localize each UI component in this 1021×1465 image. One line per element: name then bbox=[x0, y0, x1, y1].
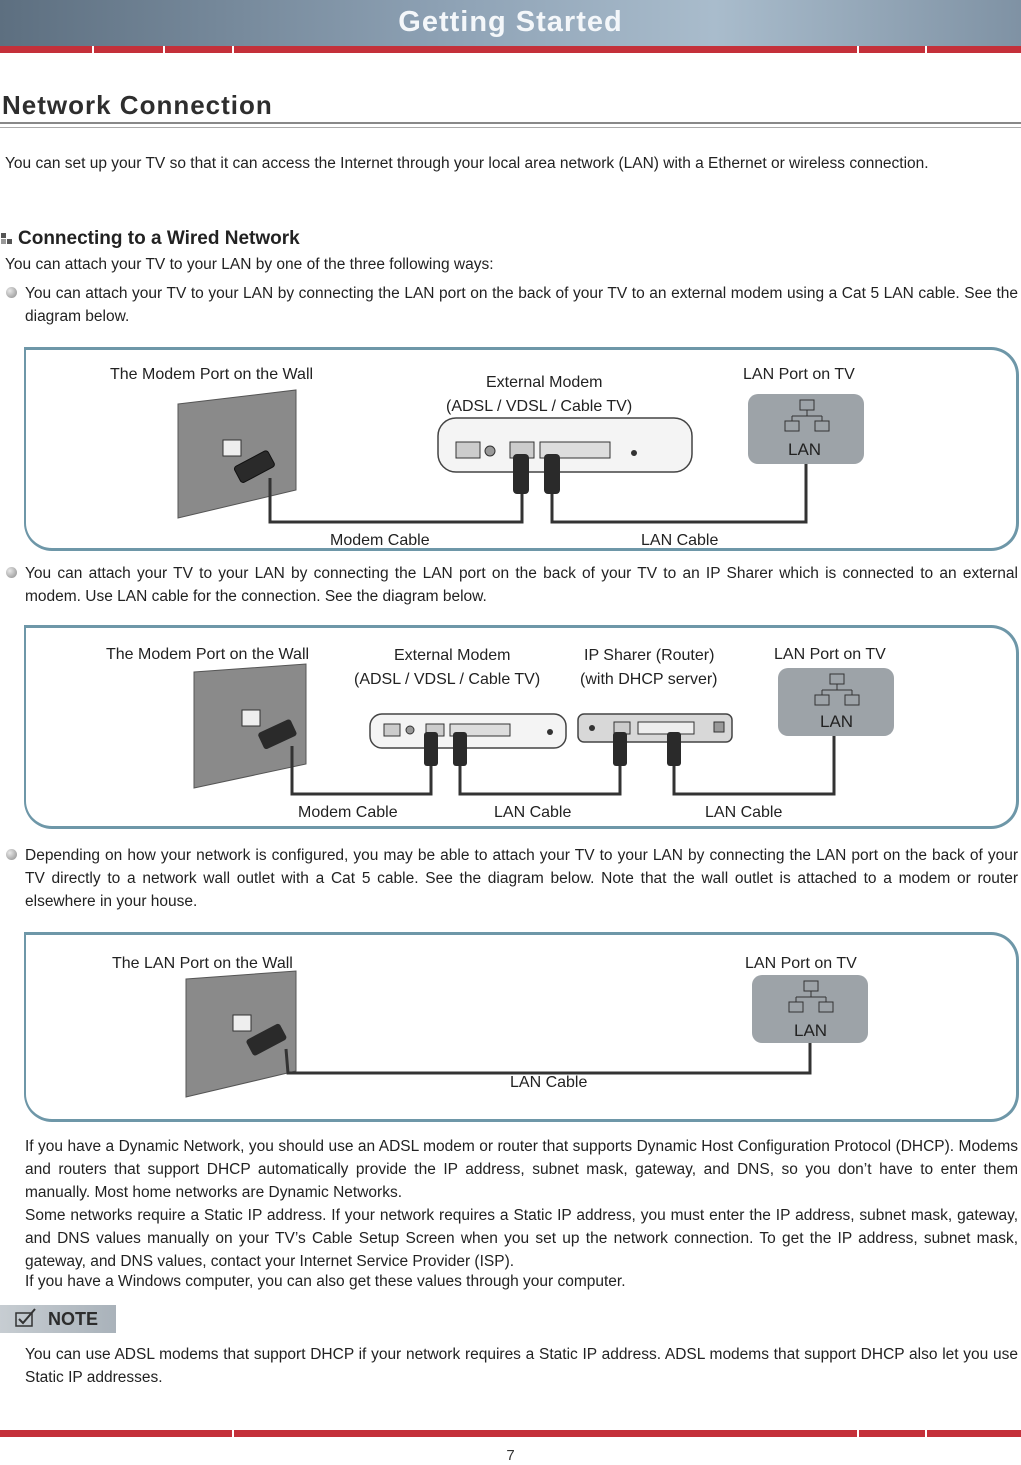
section-title: Network Connection bbox=[2, 90, 273, 120]
header-title: Getting Started bbox=[398, 6, 623, 38]
note-check-icon bbox=[15, 1308, 36, 1327]
bullet-icon bbox=[6, 567, 17, 578]
diagram-1-drawing bbox=[177, 389, 864, 524]
diagram-2-tv-label: LAN Port on TV bbox=[774, 646, 886, 663]
diagram-3-tv-label: LAN Port on TV bbox=[745, 955, 857, 972]
diagram-1-lan-badge: LAN bbox=[788, 440, 822, 459]
diagram-3-drawing bbox=[185, 970, 868, 1098]
title-rule bbox=[0, 122, 1021, 124]
diagram-2-modem-sublabel: (ADSL / VDSL / Cable TV) bbox=[354, 671, 541, 688]
intro-paragraph: You can set up your TV so that it can ac… bbox=[5, 155, 929, 172]
diagram-1-lan-cable-label: LAN Cable bbox=[641, 532, 719, 549]
bullet-icon bbox=[6, 849, 17, 860]
diagram-2-modem-cable-label: Modem Cable bbox=[298, 804, 398, 821]
subsection-title: Connecting to a Wired Network bbox=[18, 228, 300, 249]
bullet-1-text: You can attach your TV to your LAN by co… bbox=[25, 285, 1018, 325]
diagram-2-router-label: IP Sharer (Router) bbox=[584, 647, 715, 664]
subsection-marker-icon bbox=[1, 233, 6, 238]
note-text: You can use ADSL modems that support DHC… bbox=[25, 1346, 1018, 1386]
body-paragraph-1: If you have a Dynamic Network, you shoul… bbox=[25, 1138, 1018, 1201]
diagram-1-modem-label: External Modem bbox=[486, 374, 603, 391]
diagram-3-lan-badge: LAN bbox=[794, 1021, 828, 1040]
page-number: 7 bbox=[506, 1447, 515, 1464]
diagram-2-modem-label: External Modem bbox=[394, 647, 511, 664]
note-label: NOTE bbox=[48, 1309, 99, 1329]
diagram-3-lan-cable-label: LAN Cable bbox=[510, 1074, 588, 1091]
diagram-1-tv-label: LAN Port on TV bbox=[743, 366, 855, 383]
header-band bbox=[0, 0, 1021, 46]
title-rule-thin bbox=[0, 127, 1021, 128]
diagram-3-wall-label: The LAN Port on the Wall bbox=[112, 955, 293, 972]
diagram-2-lan-cable-2-label: LAN Cable bbox=[705, 804, 783, 821]
footer-red-bar bbox=[0, 1430, 1021, 1437]
subsection-marker-icon-2 bbox=[7, 239, 12, 244]
diagram-2-lan-badge: LAN bbox=[820, 712, 854, 731]
header-red-bar bbox=[0, 46, 1021, 53]
body-paragraph-2: Some networks require a Static IP addres… bbox=[25, 1207, 1018, 1270]
bullet-icon bbox=[6, 287, 17, 298]
diagram-2-router-sublabel: (with DHCP server) bbox=[580, 671, 718, 688]
diagram-3-panel: The LAN Port on the Wall LAN Port on TV … bbox=[24, 932, 1019, 1122]
subsection-lead: You can attach your TV to your LAN by on… bbox=[5, 256, 494, 273]
diagram-2-lan-cable-label: LAN Cable bbox=[494, 804, 572, 821]
diagram-1-modem-cable-label: Modem Cable bbox=[330, 532, 430, 549]
note-badge: NOTE bbox=[0, 1305, 116, 1333]
bullet-2-text: You can attach your TV to your LAN by co… bbox=[25, 565, 1018, 605]
diagram-2-drawing bbox=[193, 663, 894, 796]
subsection-marker-icon-3 bbox=[1, 239, 6, 244]
diagram-1-panel: The Modem Port on the Wall External Mode… bbox=[24, 347, 1019, 551]
body-paragraph-3: If you have a Windows computer, you can … bbox=[25, 1273, 626, 1290]
diagram-2-wall-label: The Modem Port on the Wall bbox=[106, 646, 310, 663]
tv-lan-port-graphic bbox=[748, 394, 864, 464]
diagram-1-modem-sublabel: (ADSL / VDSL / Cable TV) bbox=[446, 398, 633, 415]
diagram-2-panel: The Modem Port on the Wall External Mode… bbox=[24, 625, 1019, 829]
diagram-1-wall-label: The Modem Port on the Wall bbox=[110, 366, 314, 383]
bullet-3-text: Depending on how your network is configu… bbox=[25, 847, 1018, 910]
